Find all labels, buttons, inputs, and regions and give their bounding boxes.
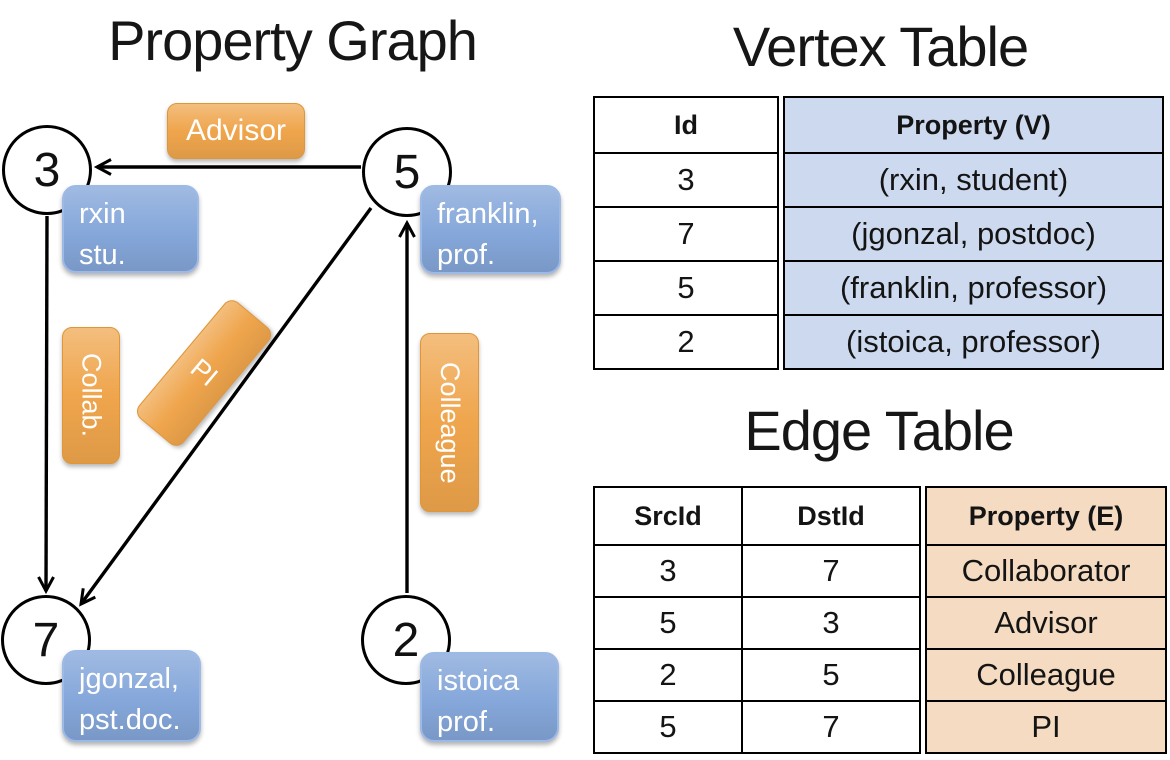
edge-table-header-srcid: SrcId	[634, 500, 702, 531]
node-id-label: 3	[33, 143, 61, 197]
node-id-label: 7	[32, 613, 60, 667]
vertex-table-id-cell: 7	[595, 206, 777, 260]
edge-label-advisor: Advisor	[167, 103, 305, 159]
edge-collab-3-to-7	[37, 215, 55, 595]
node-property-box-5: franklin, prof.	[420, 185, 561, 274]
property-line: prof.	[437, 706, 496, 738]
edge-table-property-cell: PI	[927, 700, 1165, 752]
edge-label-text: Colleague	[435, 361, 465, 484]
edge-table-header-dstid: DstId	[797, 500, 865, 531]
vertex-table-title: Vertex Table	[732, 15, 1029, 78]
vertex-table-property-cell: (istoica, professor)	[785, 314, 1162, 368]
property-line: stu.	[79, 239, 126, 271]
edge-label-text: PI	[184, 352, 224, 393]
vertex-table-id-cell: 5	[595, 260, 777, 314]
edge-table-header-property: Property (E)	[968, 500, 1124, 531]
edge-table-srcid-cell: 3	[595, 544, 741, 596]
property-graph-title: Property Graph	[108, 9, 478, 72]
edge-table-dstid-cell: 5	[743, 648, 919, 700]
property-line: istoica	[437, 665, 520, 697]
edge-table-property-cell: Collaborator	[927, 544, 1165, 596]
property-line: pst.doc.	[79, 704, 181, 736]
edge-label-collab: Collab.	[62, 327, 120, 464]
vertex-table-property-cell: (rxin, student)	[785, 152, 1162, 206]
edge-label-colleague: Colleague	[420, 333, 479, 512]
node-property-box-7: jgonzal, pst.doc.	[62, 650, 201, 742]
vertex-table-id-cell: 3	[595, 152, 777, 206]
edge-table-srcid-cell: 2	[595, 648, 741, 700]
vertex-table-id-cell: 2	[595, 314, 777, 368]
edge-table-title: Edge Table	[744, 399, 1014, 462]
vertex-table-header-property: Property (V)	[896, 109, 1051, 140]
edge-label-text: Collab.	[76, 353, 107, 438]
node-id-label: 2	[392, 613, 420, 667]
edge-table-property-cell: Colleague	[927, 648, 1165, 700]
property-line: prof.	[437, 239, 496, 271]
node-id-label: 5	[393, 145, 421, 199]
vertex-table-property-cell: (jgonzal, postdoc)	[785, 206, 1162, 260]
edge-table-srcid-cell: 5	[595, 700, 741, 752]
edge-table-dstid-cell: 7	[743, 544, 919, 596]
edge-label-text: Advisor	[185, 114, 287, 147]
graph-node-3: 3	[2, 125, 92, 215]
vertex-table-property-cell: (franklin, professor)	[785, 260, 1162, 314]
edge-table-srcid-cell: 5	[595, 596, 741, 648]
node-property-box-3: rxin stu.	[62, 185, 199, 273]
graph-node-5: 5	[362, 127, 452, 217]
property-line: franklin,	[437, 198, 539, 230]
property-line: jgonzal,	[79, 663, 179, 695]
vertex-table-property-column: Property (V) (rxin, student)(jgonzal, po…	[783, 96, 1164, 370]
edge-table-dstid-cell: 3	[743, 596, 919, 648]
node-property-box-2: istoica prof.	[420, 652, 559, 742]
edge-label-pi: PI	[132, 296, 276, 450]
edge-table-dstid-cell: 7	[743, 700, 919, 752]
property-line: rxin	[79, 198, 126, 230]
vertex-table-header-id: Id	[674, 109, 698, 140]
edge-table-property-cell: Advisor	[927, 596, 1165, 648]
